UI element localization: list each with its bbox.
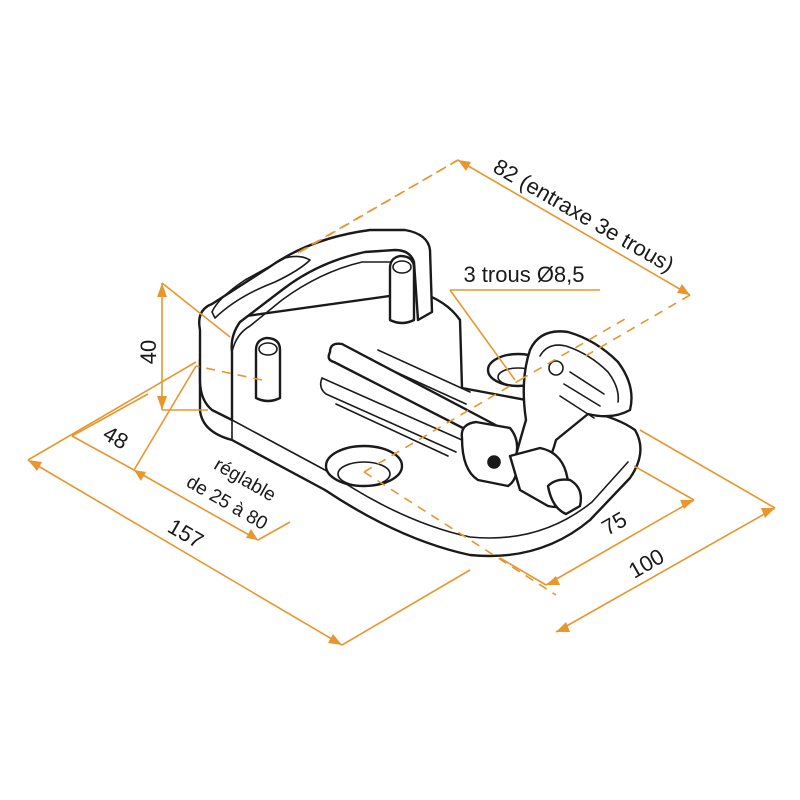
label-inner-width: 75 (597, 507, 631, 541)
back-wall-edge (231, 261, 397, 353)
side-slot (211, 255, 311, 319)
label-left-offset: 48 (99, 421, 133, 455)
left-post-hole (258, 342, 278, 356)
dimension-lines (27, 159, 776, 646)
lever-pivot (548, 360, 564, 376)
hole-front-inner (337, 461, 391, 487)
slide-rail (319, 377, 463, 457)
cam-lever-ribs (559, 371, 605, 419)
cam-lever-inner (539, 344, 620, 403)
label-holes: 3 trous Ø8,5 (463, 262, 584, 287)
base-plate-rim (231, 419, 629, 539)
hole-front (324, 444, 404, 488)
label-hole-spacing: 82 (entraxe 3e trous) (489, 154, 678, 278)
label-overall-length: 157 (164, 513, 208, 553)
clamp-screw (487, 455, 501, 469)
clamp-tip (546, 478, 583, 516)
label-height: 40 (136, 340, 161, 364)
right-post (388, 254, 416, 325)
right-post-hole (392, 260, 412, 274)
label-overall-width: 100 (624, 543, 668, 583)
